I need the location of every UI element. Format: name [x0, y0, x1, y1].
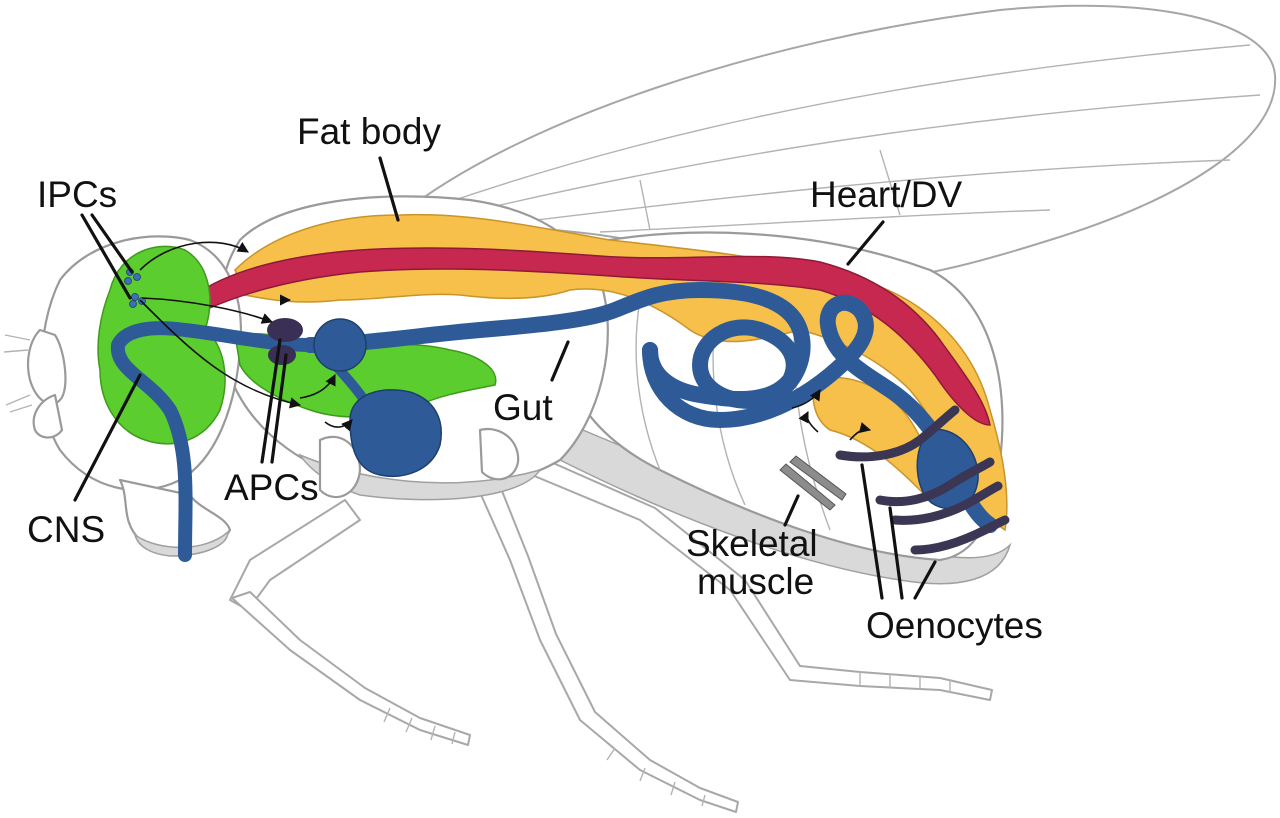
leader-apcs-1: [260, 338, 282, 464]
proventriculus: [313, 318, 367, 372]
legs: [229, 454, 993, 813]
label-skeletal-1: Skeletal: [686, 523, 818, 564]
label-cns: CNS: [27, 509, 105, 550]
leader-gut: [550, 340, 570, 382]
label-ipcs: IPCs: [37, 174, 117, 215]
label-apcs: APCs: [224, 467, 319, 508]
leader-oenocytes-1: [860, 463, 884, 600]
crop: [349, 389, 442, 477]
label-skeletal-2: muscle: [697, 561, 814, 602]
leader-heart: [846, 220, 885, 266]
oenocytes-tissue: [835, 405, 1010, 555]
signaling-arrows: [139, 241, 872, 441]
apcs-cluster: [267, 318, 303, 365]
leader-cns: [73, 373, 142, 502]
label-heart: Heart/DV: [810, 174, 962, 215]
leader-fat-body: [378, 156, 400, 222]
leader-skeletal: [783, 494, 800, 527]
leader-apcs-2: [270, 353, 288, 464]
leader-oenocytes-2: [888, 506, 904, 600]
leader-ipcs-1: [90, 213, 134, 274]
label-gut: Gut: [493, 387, 553, 428]
heart-dv: [193, 247, 991, 426]
leader-oenocytes-3: [913, 560, 937, 600]
leader-ipcs-2: [80, 213, 132, 300]
leader-lines: [73, 156, 937, 600]
label-fat-body: Fat body: [297, 111, 441, 152]
skeletal-muscle-tissue: [779, 455, 847, 511]
label-oenocytes: Oenocytes: [866, 605, 1043, 646]
